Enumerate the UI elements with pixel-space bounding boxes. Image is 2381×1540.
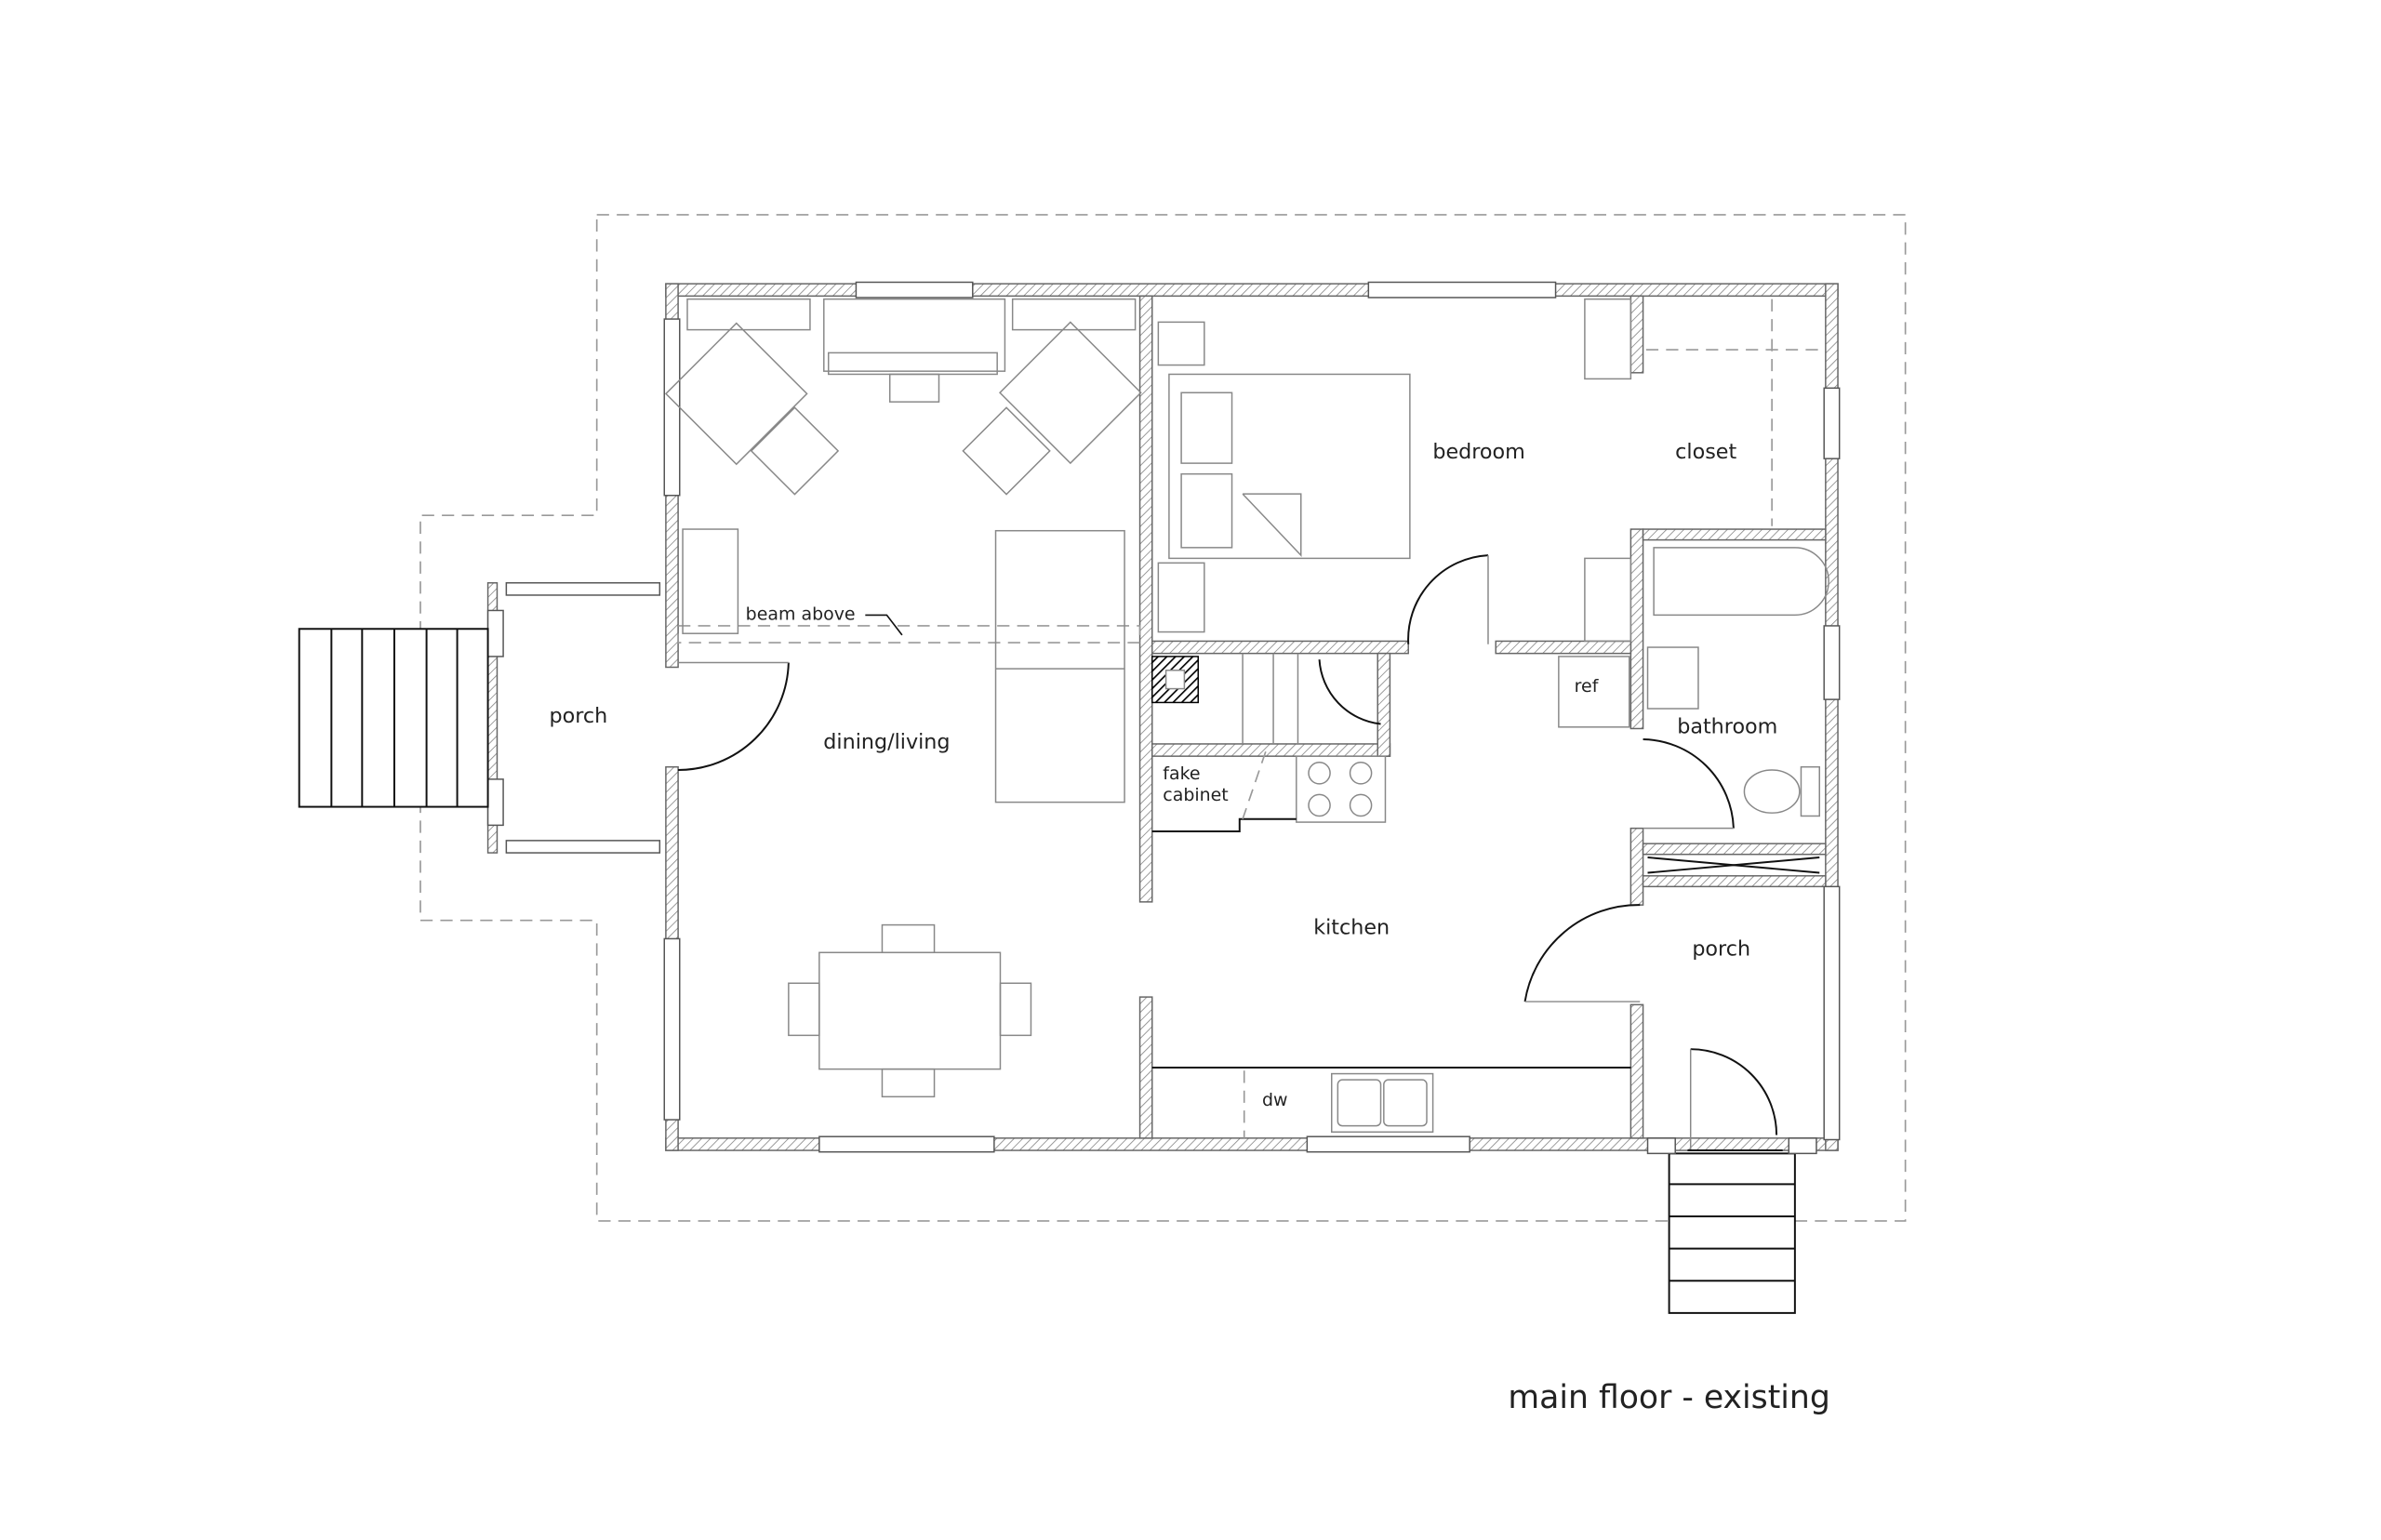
roof-outline (419, 214, 1907, 1222)
living-furniture (664, 298, 1142, 1098)
drawing-title: main floor - existing (1508, 1379, 1829, 1416)
beam-above (677, 614, 1141, 644)
dishwasher-label: dw (1262, 1090, 1288, 1110)
door-swing (678, 662, 790, 771)
room-label-porch-west: porch (550, 704, 608, 728)
room-label-porch-east: porch (1692, 937, 1750, 962)
room-label-bedroom: bedroom (1432, 440, 1525, 464)
room-label-dining-living: dining/living (823, 730, 950, 754)
exterior-walls (665, 283, 1839, 1151)
beam-label: beam above (746, 604, 856, 624)
windows (663, 281, 1841, 1153)
room-label-bathroom: bathroom (1677, 714, 1777, 738)
room-label-kitchen: kitchen (1313, 915, 1390, 939)
room-label-closet: closet (1675, 440, 1736, 464)
interior-walls (1138, 295, 1827, 1139)
ref-label: ref (1575, 676, 1600, 697)
fake-cabinet-label-1: fake (1163, 763, 1200, 784)
doors (1318, 554, 1735, 1002)
fake-cabinet-label-2: cabinet (1163, 785, 1228, 805)
east-porch-steps (1646, 1048, 1817, 1314)
bedroom-furniture (1157, 298, 1823, 643)
west-porch (298, 582, 790, 854)
fixtures (1151, 547, 1829, 1138)
